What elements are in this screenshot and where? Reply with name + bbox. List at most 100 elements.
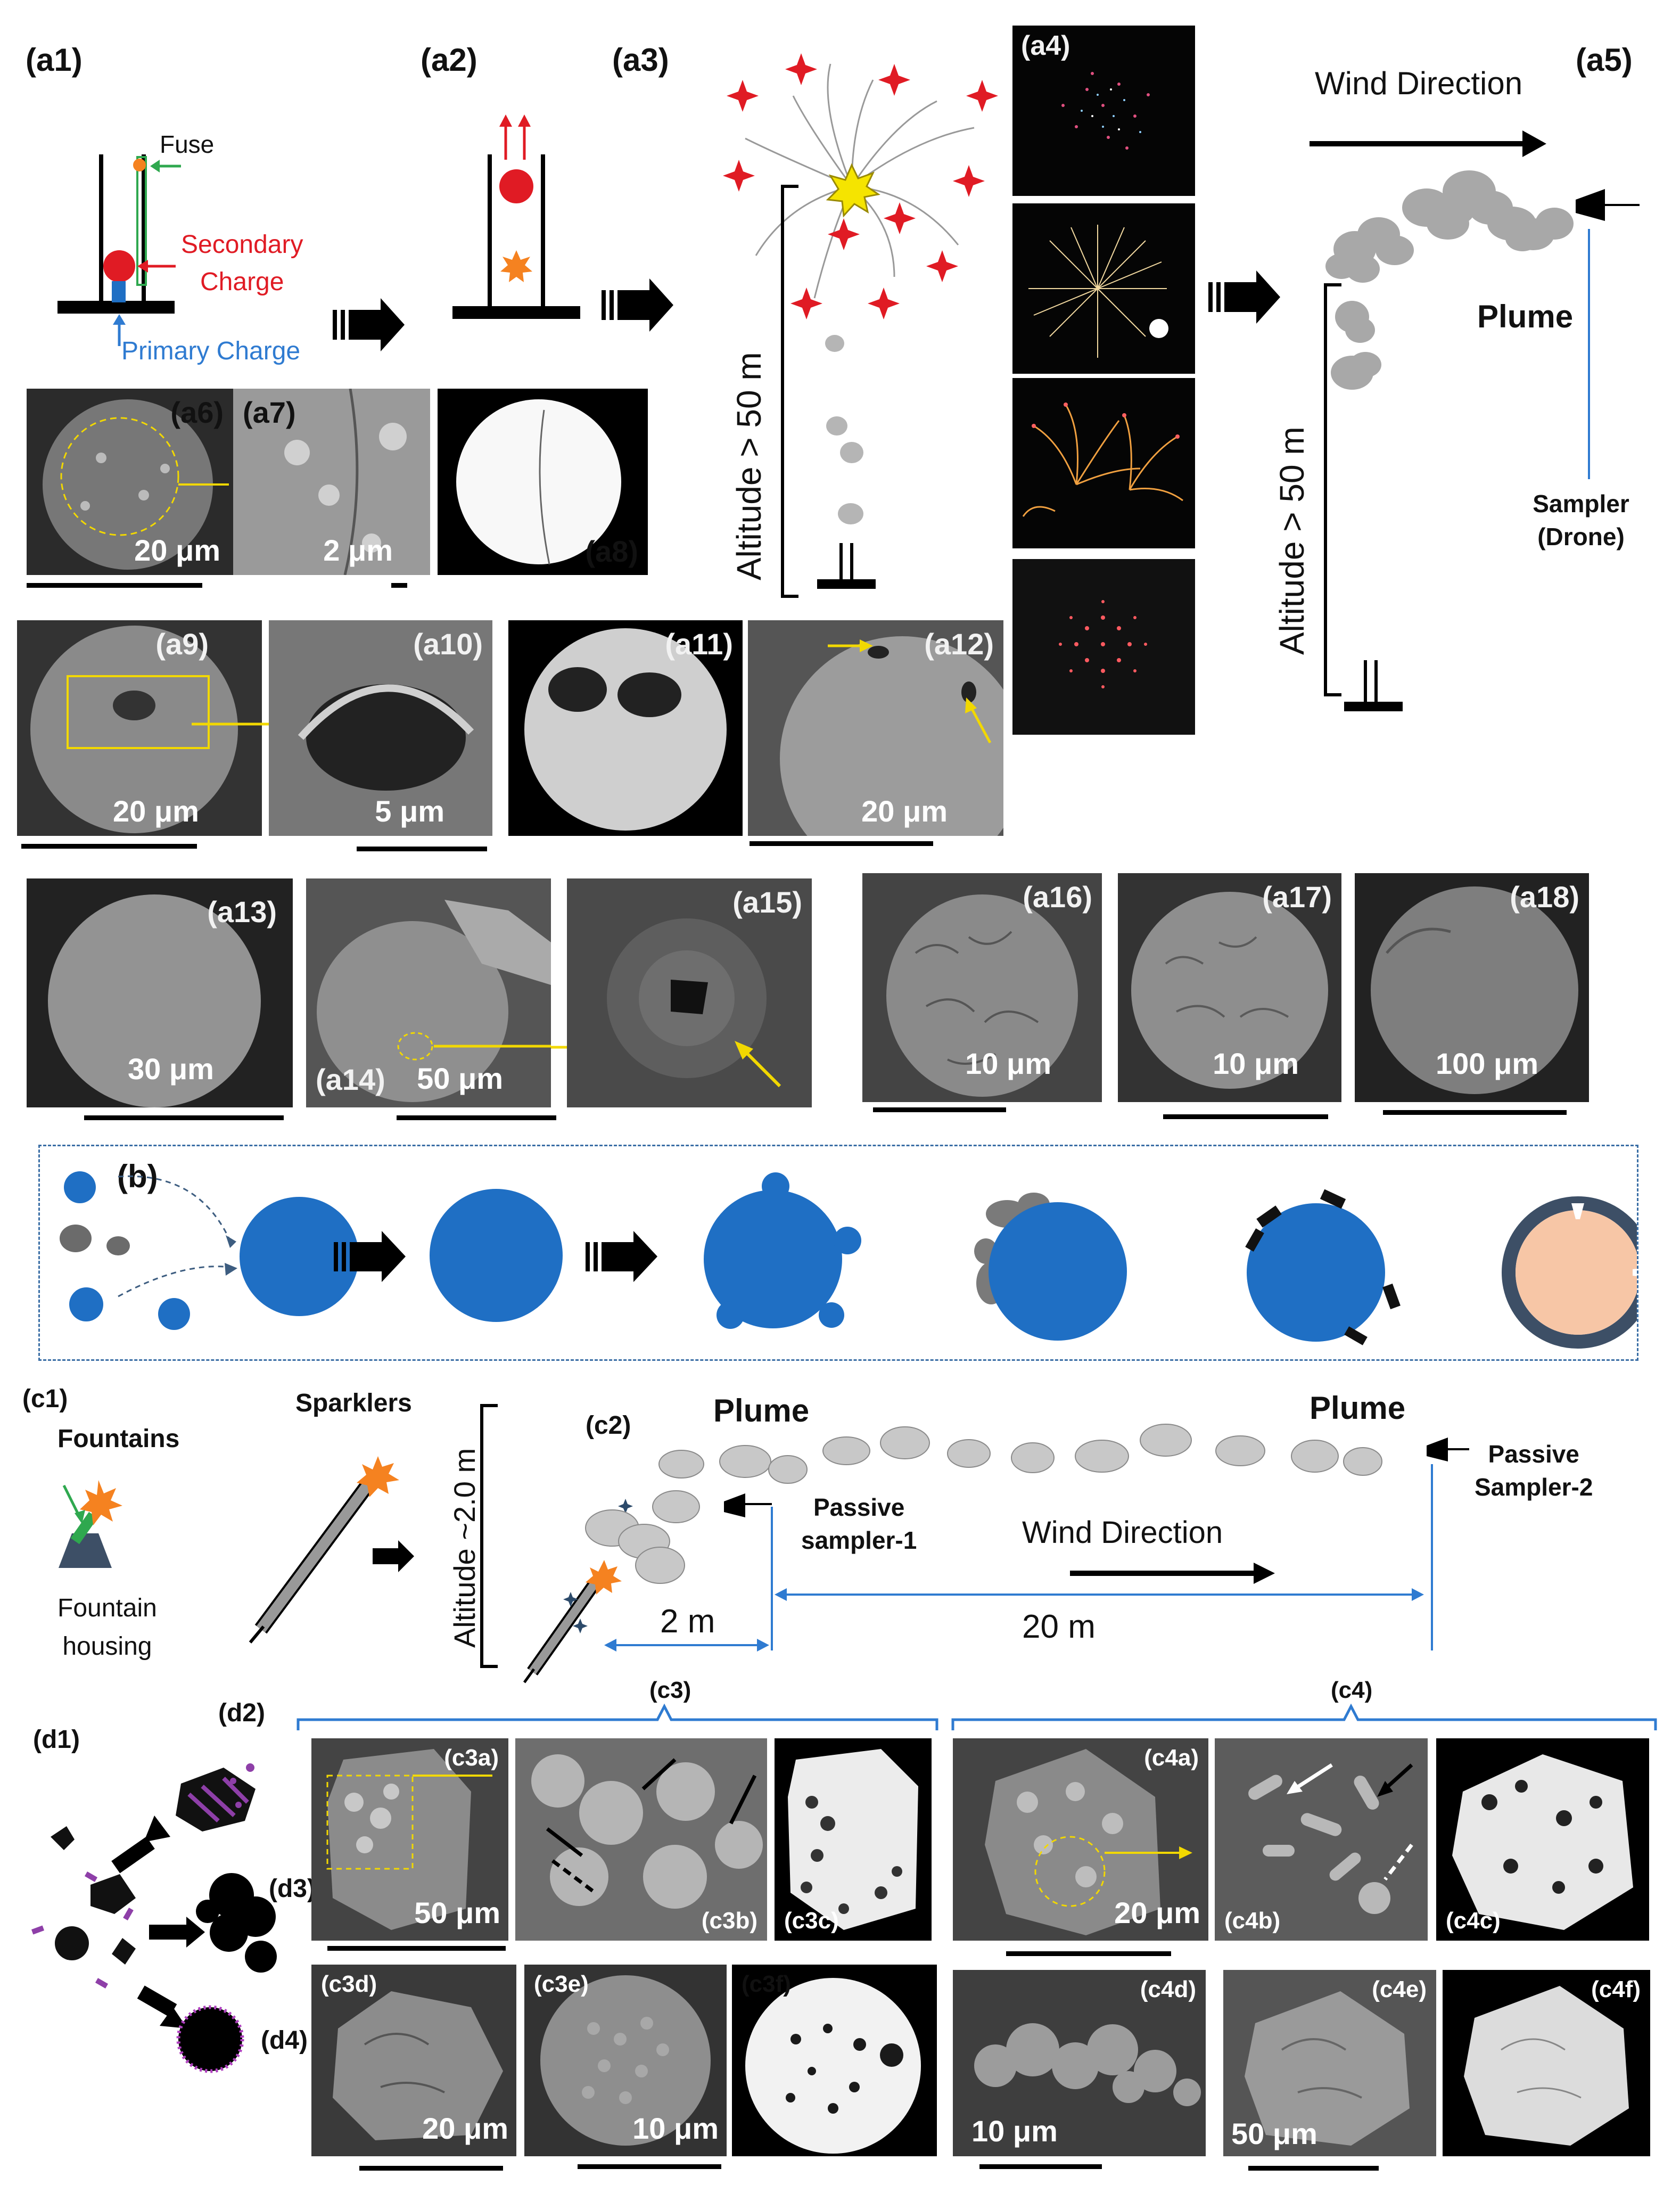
passive-sampler-1 (724, 1493, 773, 1650)
distance-2m-label: 2 m (660, 1603, 715, 1640)
scalebar-c3e (578, 2164, 721, 2169)
sem-a10: (a10) 5 μm (269, 620, 492, 836)
label-a5: (a5) (1576, 42, 1633, 78)
label-c4c: (c4c) (1446, 1908, 1501, 1934)
label-a15: (a15) (732, 885, 802, 919)
label-a10: (a10) (413, 627, 483, 661)
scalebar-c3a (327, 1946, 506, 1951)
arrow-a4-a5 (1208, 270, 1280, 324)
ground-launcher-a5 (1324, 283, 1403, 711)
mortar-a2 (452, 114, 580, 319)
label-a13: (a13) (207, 895, 277, 929)
sparklers-label: Sparklers (295, 1389, 412, 1417)
plume-clouds-c2 (585, 1424, 1382, 1584)
label-a6: (a6) (170, 396, 224, 429)
firework-photo-4 (1012, 559, 1195, 735)
drone-sampler-a5 (1576, 189, 1640, 479)
sem-a18: (a18) 100 μm (1355, 873, 1589, 1102)
scale-c3a: 50 μm (414, 1896, 500, 1929)
scalebar-c4a (1006, 1951, 1171, 1956)
scalebar-a13 (84, 1115, 284, 1120)
sem-c4f: (c4f) (1443, 1970, 1650, 2156)
secondary-label-line2: Charge (200, 268, 284, 296)
passive-sampler2-label: Passive Sampler-2 (1475, 1438, 1593, 1504)
scale-a14: 50 μm (417, 1062, 503, 1095)
label-a2: (a2) (421, 42, 477, 78)
fountain-housing-line2: housing (62, 1632, 152, 1661)
arrow-a2-a3 (602, 278, 673, 332)
sem-a15: (a15) (567, 878, 812, 1107)
label-a16: (a16) (1023, 880, 1092, 914)
launch-schematic (57, 53, 1640, 711)
mortar-a1 (57, 154, 181, 346)
scale-c4a: 20 μm (1114, 1896, 1200, 1929)
group-brackets-c3-c4 (297, 1703, 1657, 1730)
fuse-label: Fuse (160, 130, 215, 158)
label-c3b: (c3b) (701, 1908, 757, 1934)
sampler-line2: (Drone) (1537, 523, 1625, 551)
scalebar-a9 (21, 844, 197, 849)
label-c4: (c4) (1331, 1677, 1373, 1703)
fountain-icon (59, 1480, 122, 1568)
distance-lines (607, 1594, 1421, 1646)
label-a14: (a14) (316, 1063, 385, 1096)
scale-c4e: 50 μm (1231, 2117, 1317, 2150)
passive-sampler2-line2: Sampler-2 (1475, 1473, 1593, 1501)
label-c4b: (c4b) (1224, 1908, 1281, 1934)
label-a9: (a9) (155, 627, 209, 661)
label-a1: (a1) (26, 42, 83, 78)
fountain-housing-label: Fountain housing (57, 1589, 157, 1666)
scale-a7: 2 μm (323, 533, 393, 567)
plume-label-c2-left: Plume (713, 1393, 810, 1428)
scale-c3d: 20 μm (422, 2112, 508, 2145)
sem-c3e: (c3e) 10 μm (524, 1965, 727, 2156)
label-d1: (d1) (33, 1726, 80, 1754)
sem-c3d: (c3d) 20 μm (311, 1965, 516, 2156)
passive-sampler1-line2: sampler-1 (801, 1526, 917, 1554)
label-a7: (a7) (243, 396, 296, 429)
secondary-label-line1: Secondary (181, 231, 303, 259)
agglomeration-diagram (31, 1763, 277, 2073)
sem-a12: (a12) 20 μm (748, 620, 1003, 836)
label-c3: (c3) (649, 1677, 691, 1703)
label-a12: (a12) (924, 627, 994, 661)
sem-a17: (a17) 10 μm (1118, 873, 1341, 1102)
scale-a18: 100 μm (1435, 1047, 1538, 1080)
panel-b-frame (38, 1145, 1638, 1361)
firework-photo-2 (1012, 203, 1195, 374)
label-c3d: (c3d) (321, 1971, 377, 1997)
sem-a14: (a14) 50 μm (306, 878, 551, 1107)
sem-c4e: (c4e) 50 μm (1223, 1970, 1436, 2156)
sem-c3b: (c3b) (515, 1738, 767, 1941)
ground-fireworks-schematic (59, 1404, 1469, 1683)
scale-a16: 10 μm (965, 1047, 1051, 1080)
plume-clouds-a5 (1325, 170, 1574, 390)
passive-sampler1-label: Passive sampler-1 (801, 1491, 917, 1557)
sem-a13: (a13) 30 μm (27, 878, 293, 1107)
passive-sampler2-line1: Passive (1488, 1440, 1579, 1468)
scale-c4d: 10 μm (971, 2114, 1058, 2148)
sem-a9: (a9) 20 μm (17, 620, 262, 836)
wind-direction-label-c2: Wind Direction (1022, 1515, 1223, 1550)
scale-a13: 30 μm (128, 1052, 214, 1086)
label-c3a: (c3a) (444, 1745, 499, 1771)
sem-c4a: (c4a) 20 μm (953, 1738, 1208, 1941)
sampler-line1: Sampler (1533, 490, 1629, 518)
label-c3e: (c3e) (534, 1971, 589, 1997)
label-c3c: (c3c) (784, 1908, 839, 1934)
label-d2: (d2) (218, 1699, 265, 1727)
scale-a9: 20 μm (113, 794, 199, 828)
scalebar-a17 (1163, 1114, 1328, 1119)
arrow-a1-a2 (333, 298, 405, 351)
fountains-label: Fountains (57, 1425, 180, 1453)
label-a3: (a3) (612, 42, 669, 78)
label-c2: (c2) (586, 1411, 631, 1440)
particle-evolution-diagram (60, 1171, 1637, 1349)
scalebar-a16 (873, 1107, 1006, 1112)
sem-a6: (a6) 20 μm (27, 389, 233, 575)
scalebar-a7 (391, 583, 407, 588)
scalebar-a12 (750, 841, 933, 846)
wind-arrow-c2 (1070, 1563, 1275, 1584)
scalebar-c4d (979, 2164, 1102, 2169)
scale-a12: 20 μm (861, 794, 948, 828)
